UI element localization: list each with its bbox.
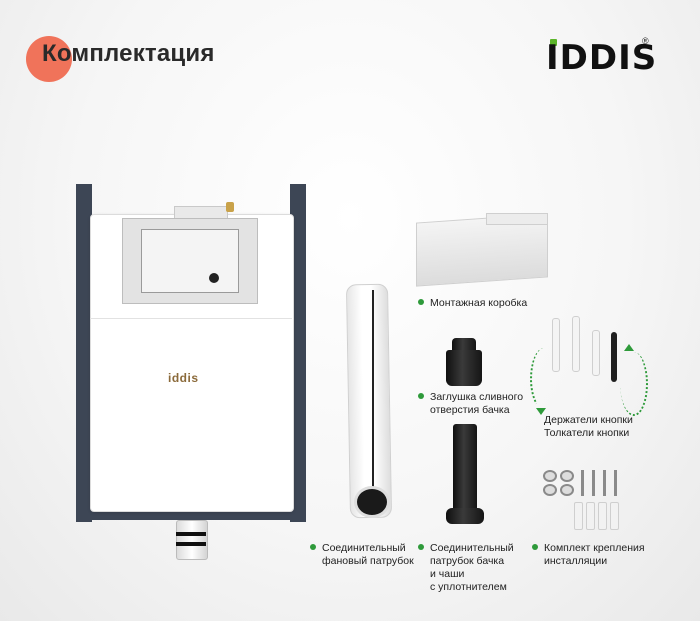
- curved-arrow-left-icon: [530, 348, 558, 410]
- label-fan-pipe: Соединительный фановый патрубок: [310, 542, 414, 568]
- bullet-icon: [418, 544, 424, 550]
- registered-mark: ®: [642, 36, 649, 46]
- label-mounting-box: Монтажная коробка: [418, 297, 527, 310]
- bullet-icon: [310, 544, 316, 550]
- outlet-pipe-ring: [176, 542, 206, 546]
- fan-pipe-stripe: [372, 290, 374, 490]
- button-holder-rod: [572, 316, 580, 372]
- bullet-icon: [532, 544, 538, 550]
- flush-mechanism: [141, 229, 239, 293]
- dowel-icon: [598, 502, 607, 530]
- valve-knob-icon: [209, 273, 219, 283]
- tank-pipe-seal: [446, 508, 484, 524]
- drain-plug-body: [446, 350, 482, 386]
- outlet-pipe: [176, 520, 208, 560]
- water-inlet-valve-icon: [226, 202, 234, 212]
- frame-right-post: [290, 184, 306, 522]
- button-pusher-rod-dark: [611, 332, 617, 382]
- label-tank-pipe: Соединительный патрубок бачка и чаши с у…: [418, 542, 514, 594]
- screw-icon: [581, 470, 584, 496]
- label-button-holders: Держатели кнопки Толкатели кнопки: [544, 414, 633, 439]
- logo-dot-icon: [550, 39, 557, 46]
- tank-pipe: [453, 424, 477, 516]
- tank-service-window: [122, 218, 258, 304]
- washer-icon: [543, 470, 557, 482]
- washer-icon: [560, 470, 574, 482]
- tank-divider: [90, 318, 292, 319]
- bullet-icon: [418, 393, 424, 399]
- washer-icon: [560, 484, 574, 496]
- bullet-icon: [418, 299, 424, 305]
- page-title: Комплектация: [42, 40, 215, 67]
- frame-left-post: [76, 184, 92, 522]
- arrowhead-icon: [536, 408, 546, 415]
- label-drain-plug: Заглушка сливного отверстия бачка: [418, 391, 523, 417]
- label-mounting-kit: Комплект крепления инсталляции: [532, 542, 645, 568]
- drain-plug-top: [452, 338, 476, 352]
- fan-pipe: [345, 283, 393, 519]
- dowel-icon: [610, 502, 619, 530]
- title-accent-blob: [26, 36, 72, 82]
- outlet-pipe-ring: [176, 532, 206, 536]
- curved-arrow-right-icon: [620, 352, 648, 416]
- screw-icon: [614, 470, 617, 496]
- brand-logo: IDDIS: [546, 38, 658, 78]
- screw-icon: [603, 470, 606, 496]
- arrowhead-icon: [624, 344, 634, 351]
- screw-icon: [592, 470, 595, 496]
- tank-logo: iddis: [168, 371, 199, 385]
- mounting-box-top: [486, 213, 548, 225]
- dowel-icon: [586, 502, 595, 530]
- dowel-icon: [574, 502, 583, 530]
- button-pusher-rod: [592, 330, 600, 376]
- washer-icon: [543, 484, 557, 496]
- fan-pipe-opening: [354, 486, 390, 518]
